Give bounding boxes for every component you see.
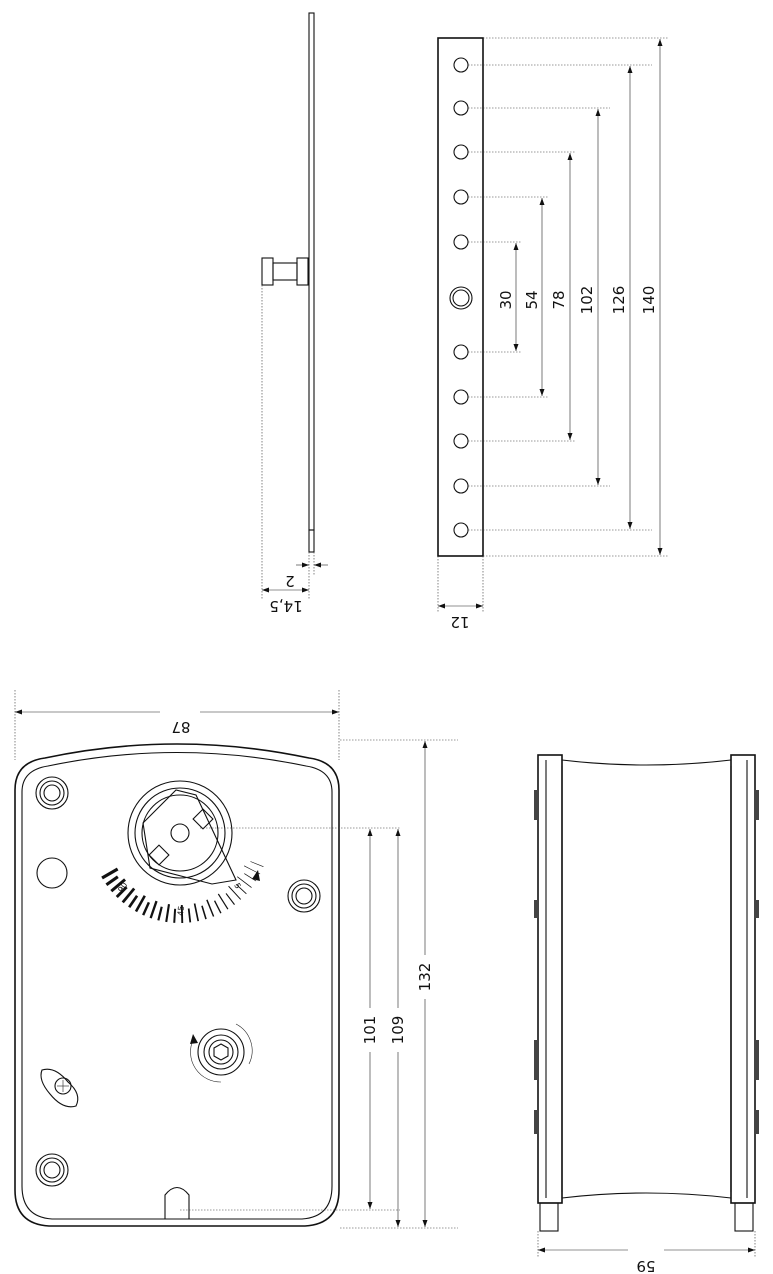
scale-tick — [173, 908, 177, 923]
dim-hole-140: 140 — [640, 286, 658, 315]
scale-tick — [225, 893, 235, 905]
scale-tick — [213, 900, 222, 914]
dim-hole-30: 30 — [497, 290, 515, 309]
scale-tick — [228, 885, 242, 900]
dim-hole-78: 78 — [550, 290, 568, 309]
scale-label-5: 5 — [232, 882, 242, 891]
dim-body-width: 87 — [171, 718, 190, 736]
center-hole — [449, 286, 473, 310]
bracket-plate — [437, 37, 484, 557]
scale-tick — [101, 867, 119, 880]
scale-tick — [244, 873, 257, 882]
scale-tick — [115, 886, 128, 899]
scale-tick — [250, 861, 264, 867]
shaft-pin — [261, 257, 274, 286]
actuator-front-view: 87 — [14, 690, 458, 1229]
bracket-front-view: 30 54 78 102 126 140 12 — [437, 37, 668, 631]
scale-tick — [236, 876, 252, 888]
scale-tick — [128, 894, 139, 909]
shaft-coupling — [127, 780, 237, 886]
actuator-housing — [14, 743, 340, 1227]
dim-hole-102: 102 — [578, 286, 596, 315]
bracket-plate-side — [308, 12, 315, 531]
dim-body-109: 109 — [389, 1016, 407, 1045]
scale-tick — [201, 905, 207, 920]
dim-depth: 59 — [636, 1257, 655, 1274]
scale-tick — [157, 906, 163, 921]
scale-tick — [110, 878, 127, 893]
scale-tick — [187, 908, 192, 923]
dim-body-132: 132 — [416, 963, 434, 992]
scale-tick — [142, 901, 151, 916]
side-end-plate-right — [730, 754, 756, 1204]
scale-tick — [217, 893, 229, 910]
angle-scale — [101, 861, 264, 923]
scale-tick — [105, 875, 119, 887]
scale-end-marker — [252, 870, 260, 881]
scale-tick — [206, 899, 215, 917]
dim-hole-126: 126 — [610, 286, 628, 315]
actuator-side-view: 59 — [534, 754, 759, 1274]
wing-screw — [40, 1068, 79, 1108]
scale-tick — [134, 895, 146, 913]
scale-label-45: 45 — [176, 905, 186, 916]
dim-hole-54: 54 — [523, 290, 541, 309]
bottom-notch — [164, 1186, 190, 1219]
scale-tick — [149, 900, 158, 919]
dim-bracket-width: 12 — [450, 613, 469, 631]
shaft-side-view: 2 14,5 — [261, 12, 328, 615]
scale-tick — [121, 887, 136, 904]
dim-shaft-length: 14,5 — [269, 597, 302, 615]
scale-tick — [165, 903, 171, 923]
side-end-plate-left — [537, 754, 563, 1204]
scale-tick — [235, 883, 247, 895]
scale-tick — [193, 903, 200, 922]
dim-body-101: 101 — [361, 1016, 379, 1045]
dim-shaft-thickness: 2 — [285, 572, 295, 590]
manual-override-knob — [190, 1023, 253, 1083]
mounting-bosses — [35, 776, 321, 1187]
